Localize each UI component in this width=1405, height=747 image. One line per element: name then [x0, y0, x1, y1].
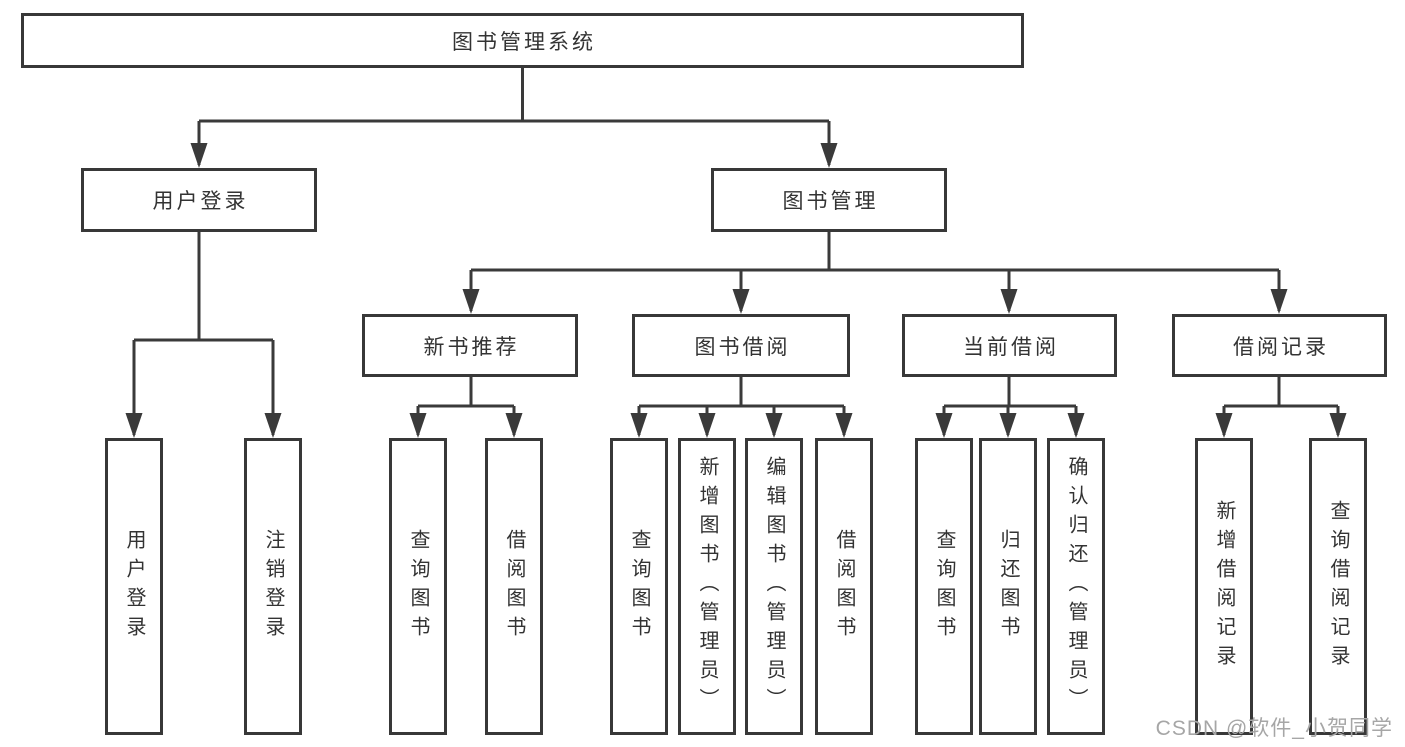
leaf-user-login: 用户登录	[105, 438, 163, 735]
leaf-return-book-label: 归还图书	[997, 528, 1019, 645]
leaf-query-book-current-label: 查询图书	[933, 528, 955, 645]
node-book-borrow: 图书借阅	[632, 314, 850, 377]
connector-paths	[132, 68, 1340, 435]
leaf-confirm-return-admin: 确认归还（管理员）	[1047, 438, 1105, 735]
leaf-return-book: 归还图书	[979, 438, 1037, 735]
node-book-management-label: 图书管理	[782, 190, 879, 213]
arrowhead-icon	[999, 413, 1017, 438]
arrowhead-icon	[190, 143, 208, 168]
leaf-query-book-current: 查询图书	[915, 438, 973, 735]
arrowhead-icon	[835, 413, 853, 438]
leaf-borrow-book-recommend-label: 借阅图书	[503, 528, 525, 645]
arrowhead-icon	[125, 413, 143, 438]
node-root: 图书管理系统	[21, 13, 1024, 68]
leaf-query-borrow-record: 查询借阅记录	[1309, 438, 1367, 735]
node-new-book-recommend-label: 新书推荐	[423, 335, 520, 359]
arrowhead-icon	[1067, 413, 1085, 438]
arrowhead-icon	[698, 413, 716, 438]
leaf-add-borrow-record: 新增借阅记录	[1195, 438, 1253, 735]
node-borrow-record-label: 借阅记录	[1233, 335, 1329, 359]
node-user-login: 用户登录	[81, 168, 317, 232]
arrowhead-icon	[505, 413, 523, 438]
arrowhead-icon	[1215, 413, 1233, 438]
leaf-user-login-label: 用户登录	[123, 528, 145, 645]
arrowhead-icon	[1000, 289, 1018, 314]
arrowhead-icon	[409, 413, 427, 438]
arrowhead-icon	[1329, 413, 1347, 438]
arrowhead-icon	[820, 143, 838, 168]
arrowhead-icon	[630, 413, 648, 438]
node-user-login-label: 用户登录	[152, 190, 249, 213]
node-book-borrow-label: 图书借阅	[694, 335, 791, 359]
leaf-add-book-admin: 新增图书（管理员）	[678, 438, 736, 735]
leaf-add-book-admin-label: 新增图书（管理员）	[696, 456, 718, 717]
arrowhead-icon	[765, 413, 783, 438]
leaf-query-book-borrow: 查询图书	[610, 438, 668, 735]
arrowhead-icon	[732, 289, 750, 314]
node-root-label: 图书管理系统	[452, 30, 596, 54]
watermark: CSDN @软件_小贺同学	[1155, 717, 1393, 740]
node-current-borrow: 当前借阅	[902, 314, 1117, 377]
node-borrow-record: 借阅记录	[1172, 314, 1387, 377]
leaf-logout-label: 注销登录	[262, 528, 284, 645]
arrowhead-icon	[935, 413, 953, 438]
leaf-borrow-book-recommend: 借阅图书	[485, 438, 543, 735]
leaf-add-borrow-record-label: 新增借阅记录	[1213, 499, 1235, 674]
leaf-query-book-recommend: 查询图书	[389, 438, 447, 735]
leaf-query-borrow-record-label: 查询借阅记录	[1327, 499, 1349, 674]
node-book-management: 图书管理	[711, 168, 947, 232]
arrowhead-icon	[264, 413, 282, 438]
leaf-query-book-borrow-label: 查询图书	[628, 528, 650, 645]
arrowhead-icon	[462, 289, 480, 314]
leaf-confirm-return-admin-label: 确认归还（管理员）	[1065, 456, 1087, 717]
leaf-edit-book-admin: 编辑图书（管理员）	[745, 438, 803, 735]
node-new-book-recommend: 新书推荐	[362, 314, 578, 377]
arrowhead-icon	[1270, 289, 1288, 314]
leaf-logout: 注销登录	[244, 438, 302, 735]
leaf-query-book-recommend-label: 查询图书	[407, 528, 429, 645]
node-current-borrow-label: 当前借阅	[963, 335, 1059, 359]
leaf-edit-book-admin-label: 编辑图书（管理员）	[763, 456, 785, 717]
leaf-borrow-book: 借阅图书	[815, 438, 873, 735]
leaf-borrow-book-label: 借阅图书	[833, 528, 855, 645]
